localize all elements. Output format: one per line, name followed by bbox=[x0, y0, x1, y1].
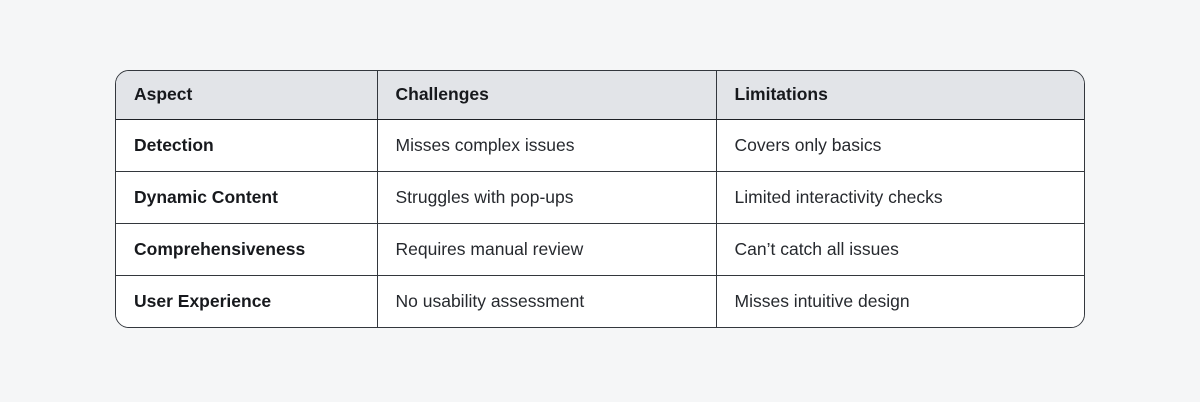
table-row: Dynamic Content Struggles with pop-ups L… bbox=[116, 171, 1084, 224]
cell-limitations: Limited interactivity checks bbox=[716, 171, 1084, 224]
cell-challenges: Requires manual review bbox=[377, 223, 717, 276]
column-header-limitations: Limitations bbox=[716, 71, 1084, 120]
cell-challenges: Misses complex issues bbox=[377, 119, 717, 172]
table-row: Detection Misses complex issues Covers o… bbox=[116, 119, 1084, 172]
cell-aspect: User Experience bbox=[116, 275, 378, 327]
cell-aspect: Comprehensiveness bbox=[116, 223, 378, 276]
cell-challenges: Struggles with pop-ups bbox=[377, 171, 717, 224]
header-row: Aspect Challenges Limitations bbox=[116, 71, 1084, 120]
table-row: Comprehensiveness Requires manual review… bbox=[116, 223, 1084, 276]
column-header-challenges: Challenges bbox=[377, 71, 717, 120]
cell-aspect: Detection bbox=[116, 119, 378, 172]
cell-aspect: Dynamic Content bbox=[116, 171, 378, 224]
cell-limitations: Misses intuitive design bbox=[734, 290, 910, 311]
cell-limitations: Covers only basics bbox=[716, 119, 1084, 172]
column-header-aspect: Aspect bbox=[116, 71, 378, 120]
table-row: User Experience No usability assessment … bbox=[116, 275, 1084, 327]
cell-limitations: Can’t catch all issues bbox=[716, 223, 1084, 276]
cell-challenges: No usability assessment bbox=[377, 275, 717, 327]
comparison-table-card: Aspect Challenges Limitations Detection … bbox=[115, 70, 1085, 328]
comparison-table: Aspect Challenges Limitations Detection … bbox=[116, 71, 1084, 327]
